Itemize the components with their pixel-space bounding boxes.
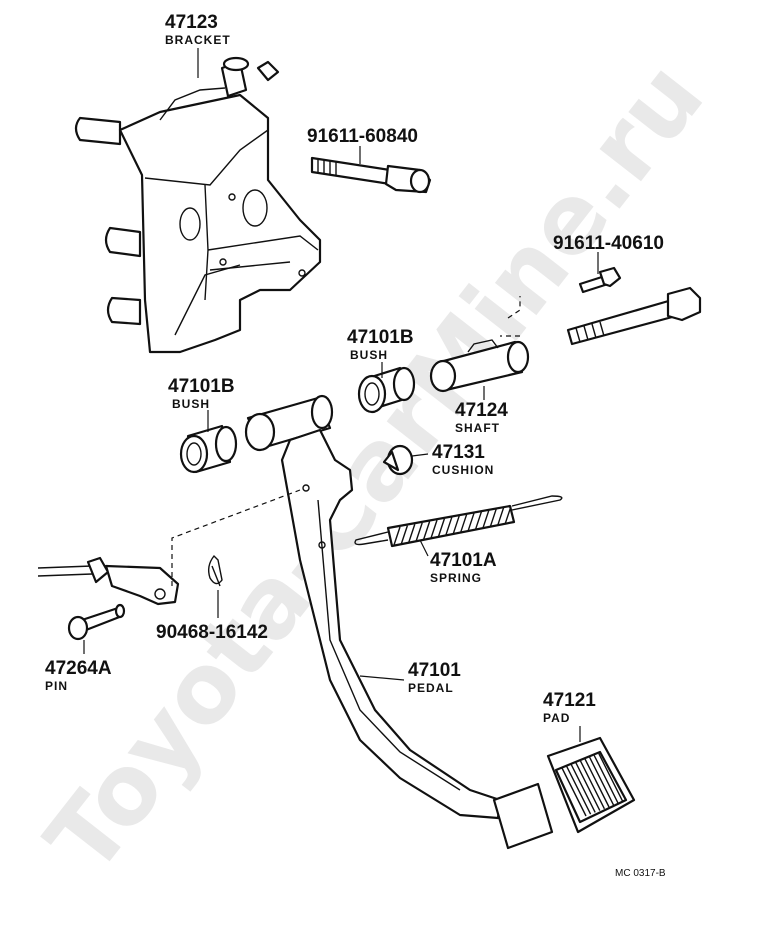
part-name: SPRING: [430, 571, 482, 585]
callout-cushion: 47131 CUSHION: [432, 442, 494, 477]
callout-pedal: 47101 PEDAL: [408, 660, 461, 695]
clip-part: [207, 554, 223, 587]
clevis-part: [37, 489, 301, 606]
pad-rib: [593, 755, 619, 804]
part-name: SHAFT: [455, 421, 500, 435]
part-number: 47101B: [168, 376, 235, 397]
part-name: PAD: [543, 711, 570, 725]
pin-part: [67, 603, 126, 641]
shaft-part: [429, 339, 530, 393]
callout-bolt-small: 91611-40610: [553, 233, 664, 254]
part-number: 47124: [455, 400, 508, 421]
pad-rib: [565, 765, 592, 815]
bracket-part: [74, 56, 322, 354]
callout-pin: 47264A PIN: [45, 658, 112, 693]
pad-rib: [561, 767, 587, 817]
part-number: 91611-40610: [553, 233, 664, 254]
pad-rib: [584, 758, 610, 808]
part-number: 47264A: [45, 658, 112, 679]
part-number: 47131: [432, 442, 485, 463]
spring-part: [354, 495, 563, 548]
bolt-large-part: [310, 156, 432, 194]
pad-rib: [598, 753, 624, 802]
part-name: BRACKET: [165, 33, 231, 47]
pad-part: [546, 736, 636, 834]
part-name: BUSH: [350, 348, 388, 362]
part-number: 47101B: [347, 327, 414, 348]
callout-spring: 47101A SPRING: [430, 550, 497, 585]
callout-bracket: 47123 BRACKET: [165, 12, 231, 47]
part-number: 47101: [408, 660, 461, 681]
part-number: 90468-16142: [156, 622, 268, 643]
leader-lines: [83, 48, 599, 742]
callout-bush-left: 47101B BUSH: [168, 376, 235, 411]
cushion-part: [382, 444, 414, 476]
pad-rib: [579, 760, 606, 810]
callout-bush-right: 47101B BUSH: [347, 327, 414, 362]
callout-pad: 47121 PAD: [543, 690, 596, 725]
part-name: PEDAL: [408, 681, 454, 695]
part-number: 47101A: [430, 550, 497, 571]
long-bolt-part: [500, 286, 702, 346]
bolt-small-part: [578, 266, 622, 294]
pedal-part: [244, 394, 554, 850]
part-number: 91611-60840: [307, 126, 418, 147]
pad-rib: [570, 764, 596, 813]
part-number: 47123: [165, 12, 218, 33]
part-number: 47121: [543, 690, 596, 711]
pad-rib: [575, 762, 601, 811]
part-name: PIN: [45, 679, 68, 693]
bush-left-part: [179, 424, 238, 474]
callout-bolt-large: 91611-60840: [307, 126, 418, 147]
part-name: CUSHION: [432, 463, 494, 477]
bush-right-part: [357, 366, 416, 414]
callout-clip: 90468-16142: [156, 622, 268, 643]
pad-rib: [588, 756, 615, 806]
figure-code: MC 0317-B: [615, 868, 666, 879]
callout-shaft: 47124 SHAFT: [455, 400, 508, 435]
part-name: BUSH: [172, 397, 210, 411]
